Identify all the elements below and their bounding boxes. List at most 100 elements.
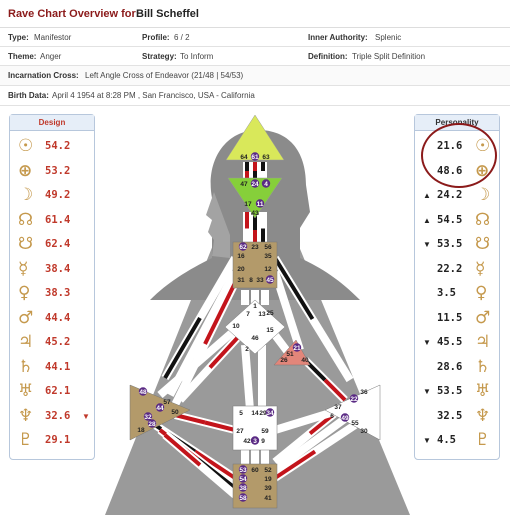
channel-30-41-half-b xyxy=(273,449,317,480)
channel-15-5 xyxy=(241,344,254,411)
gate-dot xyxy=(250,436,260,445)
channel-35-36-half-a xyxy=(203,282,237,345)
pluto-icon: ♇ xyxy=(18,430,34,450)
gate-label: 58 xyxy=(239,495,247,502)
design-row: ♂44.4 xyxy=(10,307,94,331)
design-row: ☽49.2 xyxy=(10,184,94,208)
cross-label: Incarnation Cross: xyxy=(8,71,79,80)
throat-center xyxy=(232,241,278,289)
channel-25-51 xyxy=(271,332,294,358)
arrow-down-icon: ▼ xyxy=(423,240,431,249)
personality-value: 54.5 xyxy=(437,213,463,226)
pluto-icon: ♇ xyxy=(475,430,491,450)
gate-dot xyxy=(349,394,359,403)
design-panel: Design ☉54.2⊕53.2☽49.2☊61.4☋62.4☿38.4♀38… xyxy=(9,114,95,460)
personality-row: ♆32.5 xyxy=(415,405,499,429)
gate-label: 49 xyxy=(341,415,349,422)
design-row: ♃45.2 xyxy=(10,331,94,355)
root-center xyxy=(232,463,278,509)
gate-dot xyxy=(238,483,248,492)
arrow-up-icon: ▲ xyxy=(423,215,431,225)
gate-label: 9 xyxy=(261,438,265,445)
ajna-center xyxy=(227,177,283,219)
design-value: 61.4 xyxy=(45,213,71,226)
north-node-icon: ☊ xyxy=(18,209,34,230)
personality-value: 32.5 xyxy=(437,409,463,422)
gate-label: 53 xyxy=(239,467,247,474)
channel-20-57 xyxy=(166,270,239,397)
arrow-down-icon: ▼ xyxy=(423,436,431,445)
personality-row: ♃45.5▼ xyxy=(415,331,499,355)
gate-dot xyxy=(261,179,271,188)
design-row: ♄44.1 xyxy=(10,356,94,380)
personality-row: ☿22.2 xyxy=(415,258,499,282)
channel-32-54 xyxy=(152,421,238,482)
design-row: ♀38.3 xyxy=(10,282,94,306)
personality-value: 28.6 xyxy=(437,360,463,373)
type-label: Type: xyxy=(8,33,29,42)
gate-dot xyxy=(143,412,153,421)
channel-27-50-half-b xyxy=(174,413,206,425)
design-value: 38.4 xyxy=(45,262,71,275)
arrow-down-icon: ▼ xyxy=(82,411,90,421)
uranus-icon: ♅ xyxy=(18,381,34,401)
south-node-icon: ☋ xyxy=(475,234,491,254)
chart-header: Rave Chart Overview for: Bill Scheffel xyxy=(0,0,510,28)
strategy-value: To Inform xyxy=(180,52,214,61)
gate-label: 37 xyxy=(334,404,342,411)
gate-label: 52 xyxy=(264,467,272,474)
channel-28-38 xyxy=(157,426,238,492)
gate-label: 19 xyxy=(264,476,272,483)
channel-49-19 xyxy=(272,401,348,466)
gate-label: 10 xyxy=(232,323,240,330)
highlight-circle xyxy=(421,123,497,188)
g-center xyxy=(224,299,286,355)
channel-35-36 xyxy=(171,281,239,407)
channel-27-50-half-a xyxy=(204,420,236,432)
gate-label: 54 xyxy=(239,476,247,483)
gate-label: 18 xyxy=(137,427,145,434)
gate-dot xyxy=(238,465,248,474)
personality-row: ☊54.5▲ xyxy=(415,209,499,233)
gate-label: 28 xyxy=(148,421,156,428)
south-node-icon: ☋ xyxy=(18,234,34,254)
design-value: 38.3 xyxy=(45,287,71,299)
channel-10-34-half-a xyxy=(208,333,242,369)
gate-label: 45 xyxy=(266,277,274,284)
gate-label: 31 xyxy=(237,277,245,284)
channel-16-48-half-b xyxy=(163,316,202,380)
gate-label: 4 xyxy=(264,181,268,188)
gate-label: 35 xyxy=(264,253,272,260)
personality-value: 3.5 xyxy=(437,287,456,299)
birth-value: April 4 1954 at 8:28 PM , San Francisco,… xyxy=(52,91,255,100)
design-panel-title: Design xyxy=(10,115,94,131)
gate-label: 26 xyxy=(280,357,288,364)
gate-dot xyxy=(250,179,260,188)
gate-label: 16 xyxy=(237,253,245,260)
info-row-theme: Theme: Anger Strategy: To Inform Definit… xyxy=(0,47,510,66)
design-value: 54.2 xyxy=(45,140,71,152)
info-row-type: Type: Manifestor Profile: 6 / 2 Inner Au… xyxy=(0,28,510,47)
gate-label: 51 xyxy=(286,351,294,358)
channel-30-41 xyxy=(272,421,358,482)
channel-49-19-half-a xyxy=(308,403,347,436)
gate-dot xyxy=(155,403,165,412)
gate-label: 8 xyxy=(249,277,253,284)
gate-label: 44 xyxy=(156,405,164,412)
solar-plexus-center xyxy=(324,384,381,441)
gate-label: 24 xyxy=(251,181,259,188)
head-center xyxy=(225,114,285,161)
channel-12-22-half-a xyxy=(273,256,315,321)
gate-label: 2 xyxy=(245,346,249,353)
personality-value: 45.5 xyxy=(437,336,463,348)
gate-label: 39 xyxy=(264,485,272,492)
gate-label: 5 xyxy=(239,410,243,417)
channel-40-37-half-a xyxy=(303,358,327,382)
gate-label: 46 xyxy=(251,335,259,342)
saturn-icon: ♄ xyxy=(475,356,491,377)
page-title-label: Rave Chart Overview for: xyxy=(8,8,140,20)
personality-value: 11.5 xyxy=(437,311,463,324)
gate-dot xyxy=(238,474,248,483)
channel-28-38-half-a xyxy=(158,428,199,461)
silhouette-head xyxy=(150,130,360,300)
